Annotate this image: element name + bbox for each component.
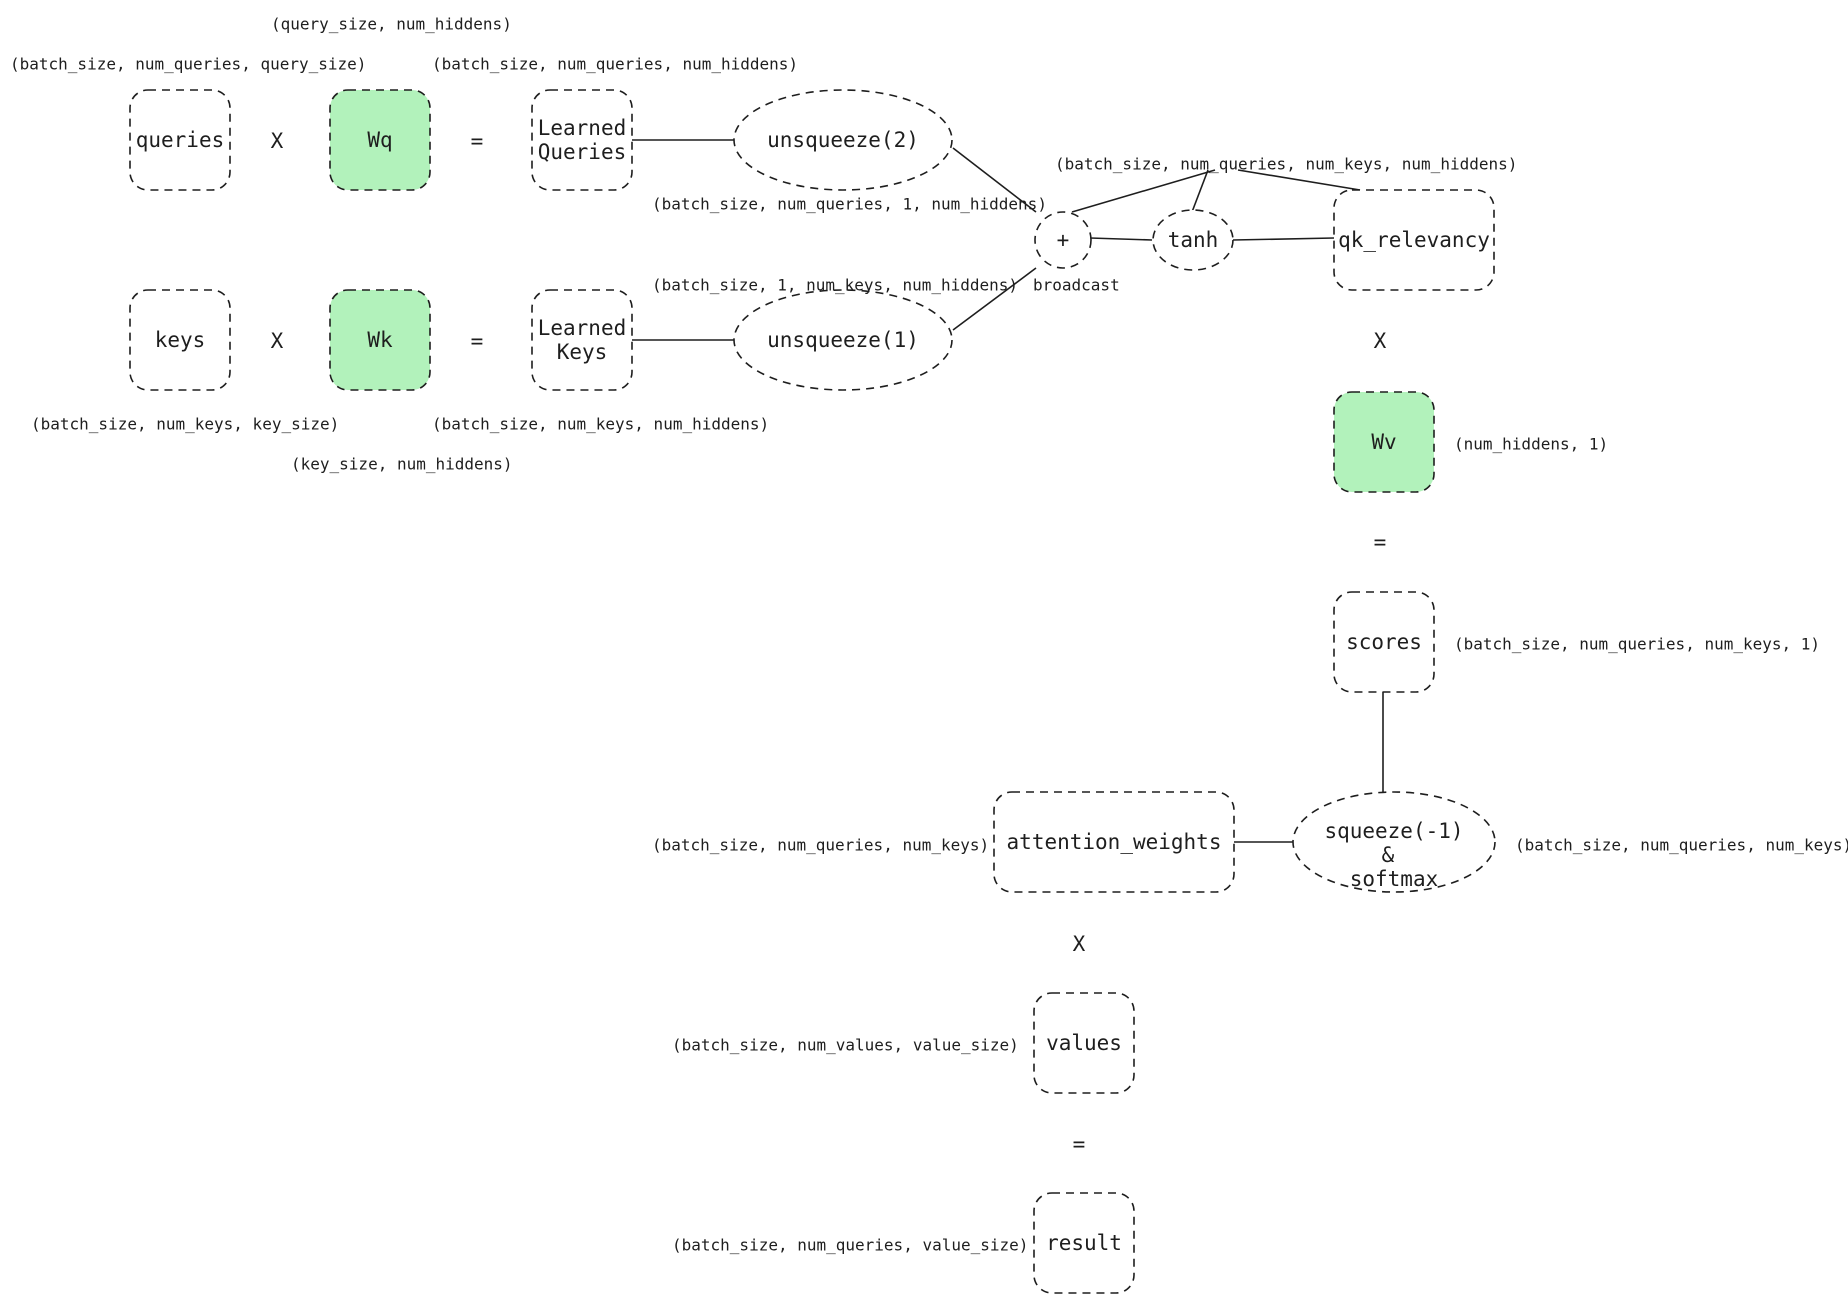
unsqueeze1-node: unsqueeze(1): [733, 289, 953, 391]
connector-tanh-qk-relevancy: [1232, 237, 1335, 241]
qk-relevancy-label: qk_relevancy: [1338, 228, 1490, 252]
attention-weights-node: attention_weights: [993, 791, 1235, 893]
dim-result: (batch_size, num_queries, value_size): [672, 1236, 1028, 1255]
wq-node: Wq: [329, 89, 431, 191]
scores-box: [1333, 591, 1435, 693]
plus-ellipse: [1034, 211, 1092, 269]
dim-queries: (batch_size, num_queries, query_size): [10, 55, 366, 74]
connectors: [632, 139, 1384, 843]
tanh-label: tanh: [1168, 228, 1219, 252]
operator-equals-keys: =: [471, 329, 484, 353]
dim-learned-queries: (batch_size, num_queries, num_hiddens): [432, 55, 798, 74]
qk-relevancy-node: qk_relevancy: [1333, 189, 1495, 291]
dim-broadcast: broadcast: [1033, 276, 1120, 295]
dim-attention-weights: (batch_size, num_queries, num_keys): [652, 836, 989, 855]
dim-wv: (num_hiddens, 1): [1454, 435, 1608, 454]
dimension-labels: (query_size, num_hiddens) (batch_size, n…: [10, 15, 1848, 1255]
dim-sum-out: (batch_size, num_queries, num_keys, num_…: [1055, 155, 1517, 174]
learned-keys-node: Learned Keys: [531, 289, 633, 391]
result-box: [1033, 1192, 1135, 1294]
keys-box: [129, 289, 231, 391]
dim-unsqueeze1-out: (batch_size, 1, num_keys, num_hiddens): [652, 276, 1018, 295]
squeeze-softmax-node: squeeze(-1) & softmax: [1292, 791, 1496, 893]
values-label: values: [1046, 1031, 1122, 1055]
tanh-ellipse: [1152, 209, 1234, 271]
scores-label: scores: [1346, 630, 1422, 654]
squeeze-softmax-label-line3: softmax: [1350, 867, 1439, 891]
connector-sum-label-plus: [1071, 169, 1216, 213]
wv-box: [1333, 391, 1435, 493]
keys-node: keys: [129, 289, 231, 391]
unsqueeze2-label: unsqueeze(2): [767, 128, 919, 152]
queries-label: queries: [136, 128, 225, 152]
squeeze-softmax-label-line1: squeeze(-1): [1324, 819, 1463, 843]
operators: X = X = X = X =: [271, 129, 1387, 1156]
tanh-node: tanh: [1152, 209, 1234, 271]
values-box: [1033, 992, 1135, 1094]
connector-sum-label-tanh: [1191, 169, 1209, 213]
dim-scores: (batch_size, num_queries, num_keys, 1): [1454, 635, 1820, 654]
attention-weights-box: [993, 791, 1235, 893]
wq-box: [329, 89, 431, 191]
queries-box: [129, 89, 231, 191]
result-node: result: [1033, 1192, 1135, 1294]
dim-learned-keys: (batch_size, num_keys, num_hiddens): [432, 415, 769, 434]
wq-label: Wq: [367, 128, 392, 152]
scores-node: scores: [1333, 591, 1435, 693]
squeeze-softmax-ellipse: [1292, 791, 1496, 893]
dim-key-weight: (key_size, num_hiddens): [291, 455, 513, 474]
unsqueeze1-label: unsqueeze(1): [767, 328, 919, 352]
learned-queries-box: [531, 89, 633, 191]
plus-label: +: [1057, 228, 1070, 252]
operator-multiply-wv: X: [1374, 329, 1387, 353]
operator-equals-wv: =: [1374, 530, 1387, 554]
squeeze-softmax-label-line2: &: [1382, 843, 1395, 867]
dim-values: (batch_size, num_values, value_size): [672, 1036, 1019, 1055]
dim-unsqueeze2-out: (batch_size, num_queries, 1, num_hiddens…: [652, 195, 1047, 214]
wk-node: Wk: [329, 289, 431, 391]
learned-queries-label-line2: Queries: [538, 140, 627, 164]
qk-relevancy-box: [1333, 189, 1495, 291]
learned-keys-label-line1: Learned: [538, 316, 627, 340]
connector-unsqueeze2-plus: [952, 147, 1037, 213]
connector-sum-label-qk: [1237, 169, 1361, 191]
operator-multiply-keys: X: [271, 329, 284, 353]
operator-equals-attention: =: [1073, 1132, 1086, 1156]
result-label: result: [1046, 1231, 1122, 1255]
connector-plus-tanh: [1089, 237, 1153, 241]
values-node: values: [1033, 992, 1135, 1094]
plus-node: +: [1034, 211, 1092, 269]
unsqueeze2-ellipse: [733, 89, 953, 191]
dim-query-weight: (query_size, num_hiddens): [271, 15, 512, 34]
unsqueeze2-node: unsqueeze(2): [733, 89, 953, 191]
operator-multiply-queries: X: [271, 129, 284, 153]
attention-weights-label: attention_weights: [1007, 830, 1222, 854]
unsqueeze1-ellipse: [733, 289, 953, 391]
wv-node: Wv: [1333, 391, 1435, 493]
operator-multiply-attention: X: [1073, 932, 1086, 956]
wv-label: Wv: [1371, 430, 1396, 454]
dim-keys: (batch_size, num_keys, key_size): [31, 415, 339, 434]
keys-label: keys: [155, 328, 206, 352]
wk-label: Wk: [367, 328, 393, 352]
wk-box: [329, 289, 431, 391]
learned-keys-box: [531, 289, 633, 391]
dim-softmax-out: (batch_size, num_queries, num_keys): [1515, 836, 1848, 855]
learned-keys-label-line2: Keys: [557, 340, 608, 364]
operator-equals-queries: =: [471, 129, 484, 153]
queries-node: queries: [129, 89, 231, 191]
connector-unsqueeze1-plus: [952, 267, 1037, 331]
learned-queries-node: Learned Queries: [531, 89, 633, 191]
learned-queries-label-line1: Learned: [538, 116, 627, 140]
